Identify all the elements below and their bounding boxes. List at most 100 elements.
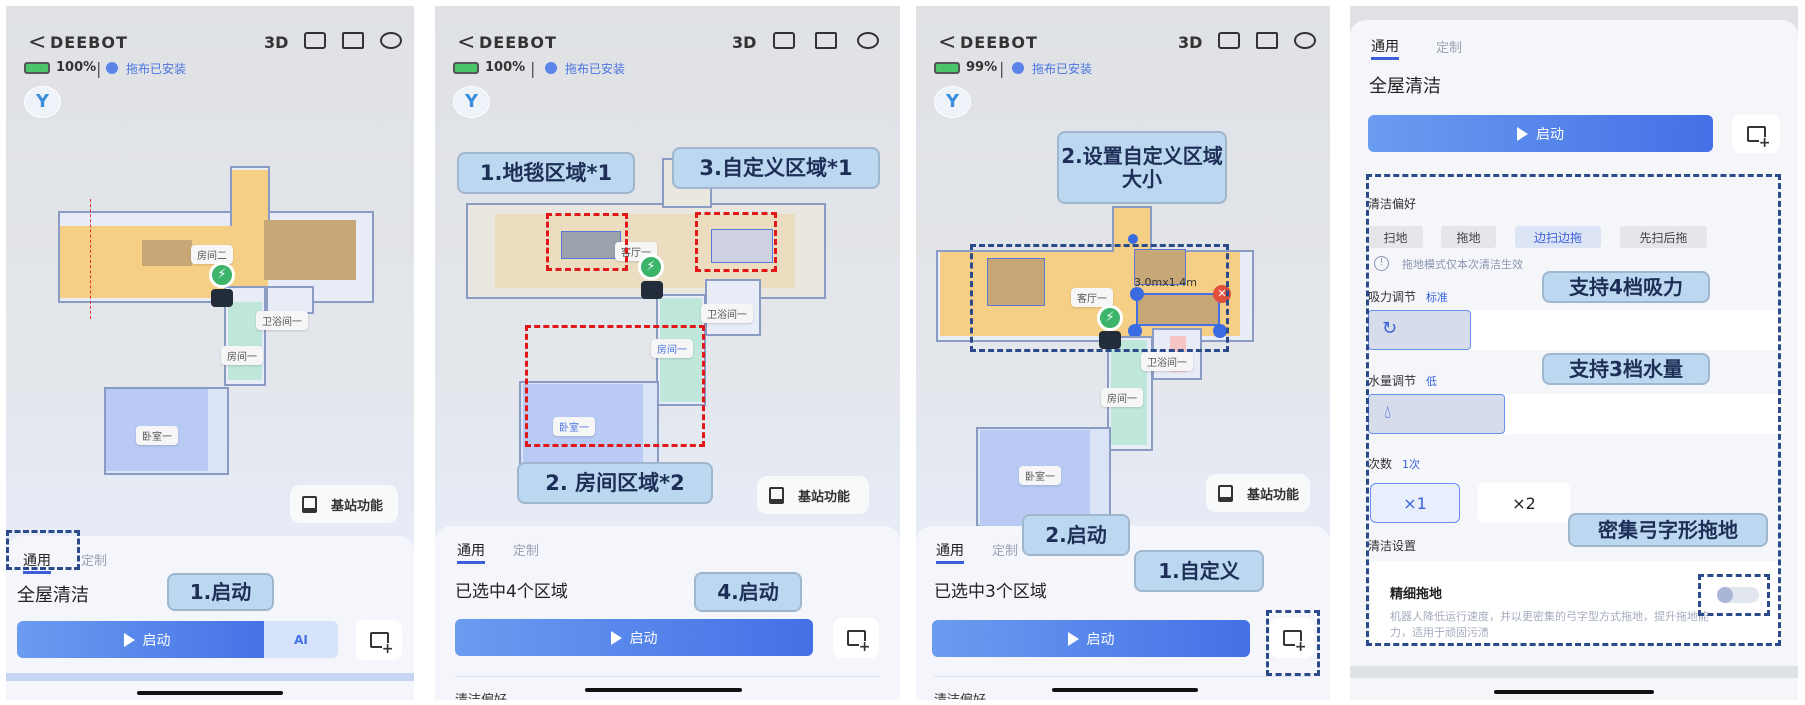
battery-percent: 100% [56,60,97,75]
device-title: DEEBOT [960,33,1038,52]
3d-view-button[interactable]: 3D [732,33,757,52]
callout-start: 1.启动 [167,573,274,611]
callout-start: 2.启动 [1022,514,1130,556]
start-label: 启动 [629,630,658,647]
room-label[interactable]: 房间一 [1101,388,1143,407]
add-custom-area-button[interactable] [1270,618,1314,658]
back-button[interactable]: < [457,30,476,55]
mop-status: 拖布已安装 [126,62,187,76]
custom-area[interactable] [711,229,773,263]
settings-icon[interactable] [1294,32,1316,49]
room-label[interactable]: 卫浴间一 [256,311,308,330]
tab-general[interactable]: 通用 [457,540,485,564]
back-button[interactable]: < [28,30,47,55]
room-label[interactable]: 客厅一 [1071,288,1113,307]
tab-custom[interactable]: 定制 [513,544,540,559]
3d-view-button[interactable]: 3D [264,33,289,52]
map-icon[interactable] [342,32,364,49]
home-indicator [1494,690,1654,694]
base-station-button[interactable]: 基站功能 [290,485,398,523]
map-icon[interactable] [815,32,837,49]
suction-label: 吸力调节标准 [1368,290,1449,304]
dock-icon [641,281,663,299]
suction-slider[interactable]: ↻ [1368,310,1780,350]
fan-mode-button[interactable]: Y [453,86,490,118]
start-button[interactable]: 启动 [455,619,813,656]
start-label: 启动 [142,632,171,649]
suction-icon: ↻ [1382,318,1398,339]
resize-handle[interactable] [1213,324,1227,338]
add-custom-area-button[interactable] [1732,115,1780,153]
settings-title: 清洁设置 [1368,539,1417,553]
base-station-icon [302,495,317,513]
map-icon[interactable] [1256,32,1278,49]
settings-icon[interactable] [857,32,879,49]
mode-sweep-and-mop[interactable]: 边扫边拖 [1515,226,1601,248]
times-option-1[interactable]: ×1 [1370,483,1460,523]
callout-custom: 3.自定义区域*1 [672,147,880,189]
callout-carpet: 1.地毯区域*1 [457,152,635,194]
3d-view-button[interactable]: 3D [1178,33,1203,52]
add-custom-area-button[interactable] [833,618,879,658]
base-station-label: 基站功能 [331,498,384,514]
carpet-area[interactable] [561,231,621,259]
fine-mop-toggle[interactable] [1717,587,1759,603]
fan-mode-button[interactable]: Y [24,86,61,118]
start-button[interactable]: 启动 [932,620,1250,657]
custom-area-selection[interactable] [1136,293,1220,326]
mop-icon [1012,62,1024,74]
settings-icon[interactable] [380,32,402,49]
highlight-add-button [1266,610,1320,676]
camera-icon[interactable] [773,32,795,49]
home-indicator [1052,688,1198,692]
tab-general[interactable]: 通用 [1371,36,1399,60]
resize-handle[interactable] [1130,287,1144,301]
highlight-rooms [525,325,705,447]
room-label[interactable]: 房间二 [191,245,233,264]
start-button[interactable]: 启动 [17,621,277,658]
tab-general[interactable]: 通用 [936,540,964,564]
ai-clean-button[interactable]: AI [264,621,338,658]
room-label[interactable]: 卧室一 [1019,466,1061,485]
tab-custom[interactable]: 定制 [992,544,1019,559]
camera-icon[interactable] [1218,32,1240,49]
base-station-label: 基站功能 [798,489,851,505]
base-station-button[interactable]: 基站功能 [757,476,869,514]
times-option-2[interactable]: ×2 [1478,483,1570,523]
water-slider[interactable]: 💧︎ [1368,394,1780,434]
area-size-label: 3.0mx1.4m [1134,276,1197,289]
fan-icon: Y [945,91,960,112]
fine-mop-description: 机器人降低运行速度，并以更密集的弓字型方式拖地，提升拖地能力，适用于顽固污渍 [1390,610,1709,639]
suction-value: 标准 [1426,291,1449,304]
room-label[interactable]: 卫浴间一 [1141,352,1193,371]
mode-mop[interactable]: 拖地 [1441,226,1496,248]
tab-general[interactable]: 通用 [23,550,51,574]
room-label-selected[interactable]: 卧室一 [553,417,595,436]
mode-sweep[interactable]: 扫地 [1368,226,1423,248]
divider [1350,666,1798,678]
base-station-button[interactable]: 基站功能 [1206,474,1310,512]
tab-custom[interactable]: 定制 [81,554,108,569]
ai-icon: AI [294,632,308,647]
room-label[interactable]: 房间一 [221,346,263,365]
room-label[interactable]: 卫浴间一 [701,304,753,323]
dock-icon [1099,331,1121,349]
sheet-title: 全屋清洁 [1369,76,1441,97]
mode-sweep-then-mop[interactable]: 先扫后拖 [1620,226,1707,248]
add-custom-area-button[interactable] [356,620,402,660]
room-label[interactable]: 卧室一 [136,426,178,445]
room-label-selected[interactable]: 房间一 [651,339,693,358]
fan-mode-button[interactable]: Y [934,86,971,118]
base-station-icon [1218,484,1233,502]
tab-custom[interactable]: 定制 [1436,41,1463,56]
phone-screen-1: < DEEBOT 3D 100% | 拖布已安装 Y 房间二 卫浴间一 房间一 … [6,6,414,700]
highlight-settings [1366,174,1781,646]
device-title: DEEBOT [50,33,128,52]
resize-handle[interactable] [1128,234,1138,244]
fine-mop-card: 精细拖地 机器人降低运行速度，并以更密集的弓字型方式拖地，提升拖地能力，适用于顽… [1370,561,1780,645]
battery-icon [934,62,960,74]
back-button[interactable]: < [938,30,957,55]
resize-handle[interactable] [1128,324,1142,338]
start-button[interactable]: 启动 [1368,115,1713,152]
camera-icon[interactable] [304,32,326,49]
